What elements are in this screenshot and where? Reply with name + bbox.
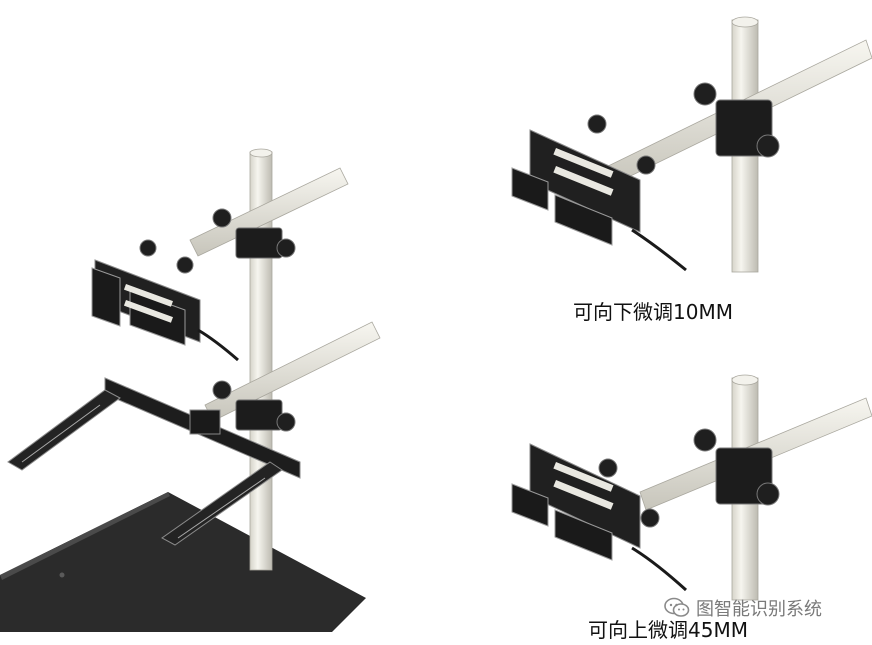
lower-horizontal-rod: [204, 321, 381, 422]
watermark: 图智能识别系统: [664, 595, 822, 621]
down-adjust-detail: [511, 16, 872, 273]
watermark-text: 图智能识别系统: [696, 599, 822, 620]
light-bar-frame: [7, 377, 301, 546]
base-plate: [0, 492, 366, 632]
up-adjust-detail: [511, 374, 872, 601]
caption-down-adjust: 可向下微调10MM: [573, 300, 733, 324]
full-assembly: [0, 148, 381, 632]
lower-cross-clamp: [212, 380, 296, 432]
camera-holder: [91, 239, 239, 362]
upper-cross-clamp: [212, 208, 296, 259]
caption-up-adjust: 可向上微调45MM: [588, 618, 748, 642]
upper-horizontal-rod: [189, 167, 349, 257]
wechat-icon: [664, 597, 690, 617]
